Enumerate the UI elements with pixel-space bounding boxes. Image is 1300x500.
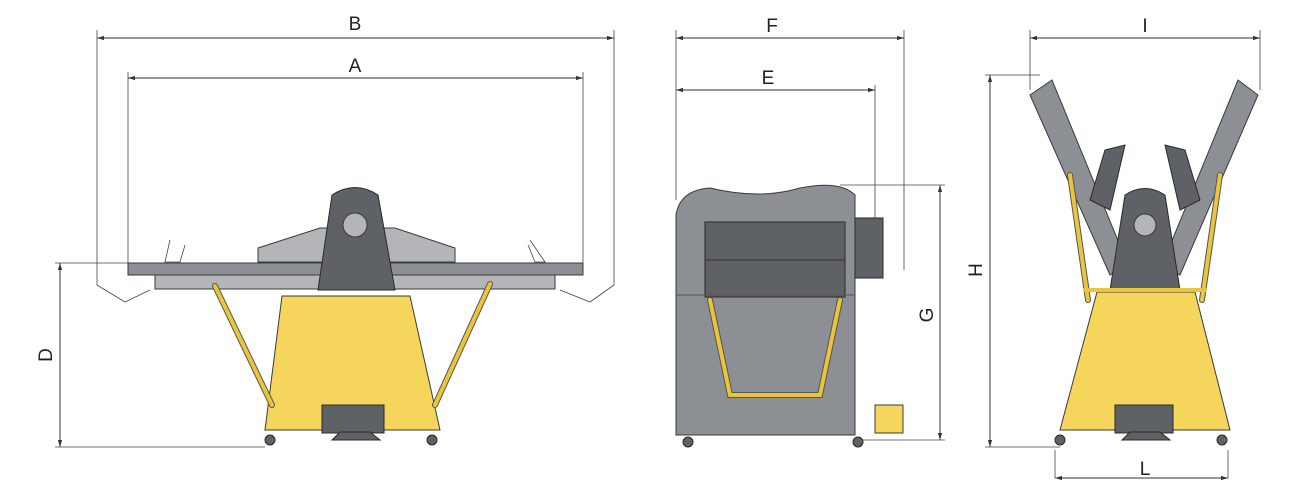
foot-pedal bbox=[1120, 431, 1172, 441]
yellow-base bbox=[264, 295, 441, 431]
scraper-right bbox=[527, 239, 546, 263]
extension-line-b-left bbox=[96, 30, 151, 303]
folded-view: I H L bbox=[966, 16, 1261, 481]
side-view: B A D bbox=[36, 14, 615, 448]
roller-head bbox=[1109, 188, 1181, 291]
hopper-flap-left bbox=[1089, 144, 1126, 211]
wheel bbox=[852, 436, 864, 448]
hopper-flap-right bbox=[1164, 144, 1201, 211]
roller-adjust-knob bbox=[1133, 213, 1157, 237]
dimension-label-h: H bbox=[966, 263, 987, 277]
dimension-label-d: D bbox=[36, 348, 57, 362]
dimension-label-b: B bbox=[349, 14, 362, 35]
scraper-left bbox=[164, 239, 186, 263]
wheel-left bbox=[264, 434, 276, 446]
arm-right-fill bbox=[1200, 173, 1222, 302]
end-view: F E G bbox=[675, 16, 945, 448]
roller-head bbox=[317, 187, 396, 291]
pedal-side bbox=[874, 404, 904, 434]
foot-pedal bbox=[330, 431, 382, 441]
dimension-label-g: G bbox=[917, 308, 938, 323]
side-handwheel bbox=[854, 217, 884, 279]
dimension-label-a: A bbox=[349, 56, 362, 77]
dimension-label-e: E bbox=[762, 68, 775, 89]
extension-line-b-right bbox=[559, 30, 615, 303]
safety-guard-frame-fill bbox=[708, 298, 842, 397]
wheel bbox=[682, 436, 694, 448]
roller-adjust-knob bbox=[342, 212, 368, 238]
wheel-right bbox=[1216, 434, 1228, 446]
support-leg-left-fill bbox=[213, 284, 274, 407]
arm-left-fill bbox=[1068, 173, 1090, 302]
foot-pedal-housing bbox=[1114, 404, 1174, 434]
dimension-label-f: F bbox=[766, 16, 778, 37]
wheel-right bbox=[426, 434, 438, 446]
wheel-left bbox=[1054, 434, 1066, 446]
dimension-label-l: L bbox=[1140, 459, 1151, 480]
support-leg-right-fill bbox=[433, 282, 492, 407]
foot-pedal-housing bbox=[321, 404, 385, 434]
dimension-label-i: I bbox=[1142, 16, 1147, 37]
